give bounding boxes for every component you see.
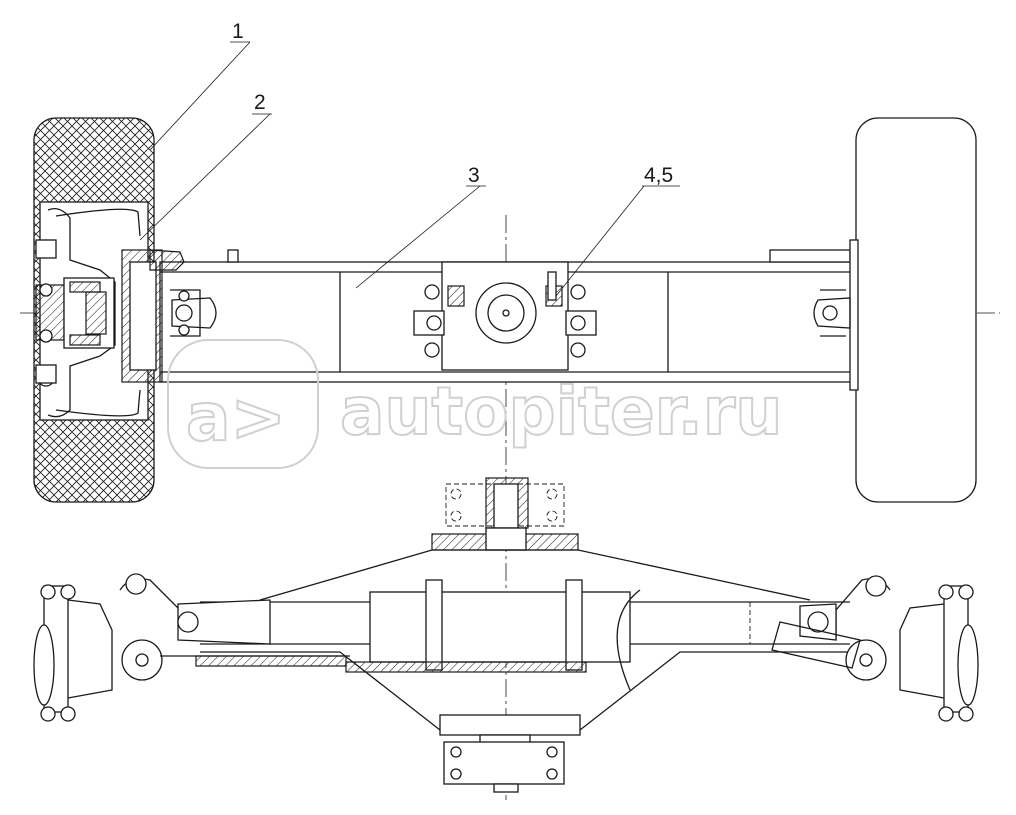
callout-2-label: 2: [254, 91, 266, 114]
callout-4-5-leader: [555, 185, 645, 297]
right-hub-assembly: [771, 575, 979, 722]
watermark-text: autopiter.ru: [340, 373, 782, 450]
callout-2-leader: [139, 113, 271, 241]
top-view: [20, 117, 1000, 800]
left-knuckle-yoke: [170, 289, 217, 337]
right-knuckle-yoke: [813, 289, 851, 337]
left-wheel-hub: [35, 207, 185, 418]
left-hub-assembly: [33, 573, 350, 722]
callout-3-label: 3: [468, 164, 480, 187]
front-view: [33, 477, 979, 793]
callout-3-leader: [355, 185, 481, 289]
watermark-logo: a>: [186, 379, 286, 456]
callout-1-label: 1: [232, 20, 244, 43]
callout-1-leader: [149, 41, 251, 151]
top-mount-bracket: [431, 477, 579, 551]
axle-housing-front: [195, 549, 850, 736]
watermark-logo-frame: [167, 339, 319, 469]
right-tire: [855, 117, 977, 503]
bottom-mount: [443, 734, 565, 793]
callouts: 1 2 3 4,5: [139, 20, 680, 297]
watermark: a> autopiter.ru: [167, 339, 783, 469]
callout-4-5-label: 4,5: [644, 164, 673, 187]
center-pivot-bracket: [413, 261, 597, 371]
